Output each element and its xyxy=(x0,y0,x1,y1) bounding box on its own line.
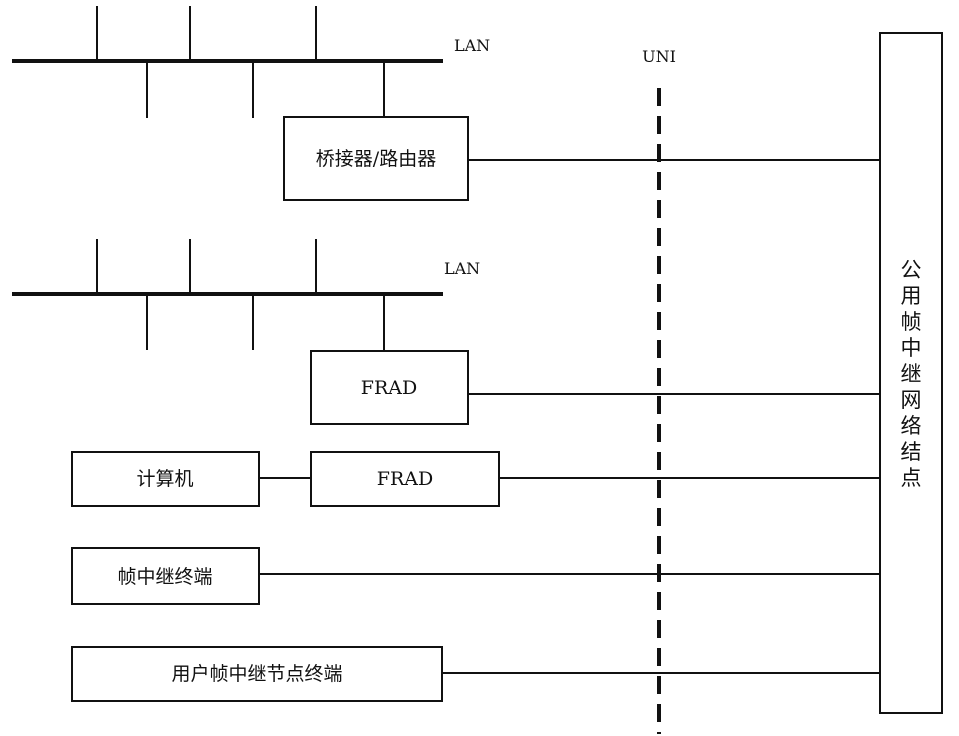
lan-bottom-label: LAN xyxy=(444,259,480,278)
computer-label: 计算机 xyxy=(136,468,193,490)
public-fr-node-char: 网 xyxy=(901,388,922,412)
public-fr-node-box xyxy=(879,32,943,714)
public-fr-node-char: 点 xyxy=(901,466,922,490)
lan-top: LAN xyxy=(12,6,490,118)
user-fr-node-terminal-box xyxy=(71,646,443,702)
public-fr-node-char: 中 xyxy=(901,336,922,360)
fr-terminal-box xyxy=(71,547,260,605)
frad-computer-label: FRAD xyxy=(377,468,433,490)
bridge-router-label: 桥接器/路由器 xyxy=(316,148,436,170)
frad-lan-box xyxy=(310,350,469,425)
uni-label: UNI xyxy=(642,47,676,66)
public-fr-node-char: 继 xyxy=(901,362,922,386)
public-fr-node-char: 公 xyxy=(901,258,922,282)
bridge-router-box xyxy=(283,116,469,201)
public-fr-node-char: 帧 xyxy=(901,310,922,334)
public-fr-node-char: 用 xyxy=(901,284,922,308)
computer-frad: 计算机 FRAD xyxy=(71,451,880,507)
fr-terminal-label: 帧中继终端 xyxy=(117,566,212,588)
fr-terminal: 帧中继终端 xyxy=(71,547,880,605)
user-fr-node-terminal: 用户帧中继节点终端 xyxy=(71,646,880,702)
uni-boundary: UNI xyxy=(642,47,676,734)
computer-box xyxy=(71,451,260,507)
bridge-router: 桥接器/路由器 xyxy=(283,116,880,201)
user-fr-node-terminal-label: 用户帧中继节点终端 xyxy=(171,663,342,685)
frad-lan-label: FRAD xyxy=(361,377,417,399)
frad-lan: FRAD xyxy=(310,350,880,425)
public-fr-node-char: 络 xyxy=(901,414,922,438)
lan-bottom: LAN xyxy=(12,239,480,351)
public-fr-node: 公 用 帧 中 继 网 络 结 点 xyxy=(879,32,943,714)
public-fr-node-char: 结 xyxy=(901,440,922,464)
lan-top-label: LAN xyxy=(454,36,490,55)
